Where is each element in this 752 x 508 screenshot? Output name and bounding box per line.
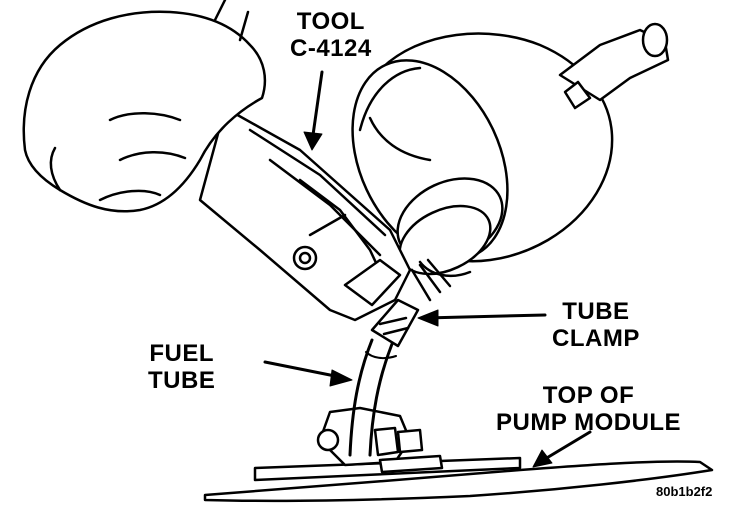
label-pump-module-line1: TOP OF [542, 382, 635, 409]
tool-pliers [198, 106, 412, 322]
arrow-tube-clamp-head [417, 309, 439, 327]
label-tool: TOOL C-4124 [290, 8, 372, 62]
arrow-tool [310, 70, 324, 144]
leader-arrows [263, 70, 592, 468]
label-pump-module-line2: PUMP MODULE [496, 409, 682, 436]
arrow-tube-clamp [423, 313, 547, 320]
label-tube-clamp-line2: CLAMP [552, 325, 640, 352]
pump-outlet-fitting [558, 22, 670, 110]
label-tool-line2: C-4124 [290, 35, 372, 62]
label-fuel-tube-line1: FUEL [149, 340, 214, 367]
arrow-fuel-tube-head [329, 369, 353, 387]
pump-module-plate [203, 406, 714, 503]
arrow-tool-head [303, 131, 323, 151]
tube-clamp [370, 298, 420, 348]
hand [22, 0, 267, 213]
arrow-pump-module-head [532, 449, 553, 468]
label-tool-line1: TOOL [296, 8, 365, 35]
label-tube-clamp-line1: TUBE [562, 298, 630, 325]
figure-code: 80b1b2f2 [656, 484, 713, 499]
label-pump-module: TOP OF PUMP MODULE [496, 382, 681, 436]
arrow-pump-module [538, 430, 592, 464]
label-fuel-tube-line2: TUBE [148, 367, 216, 394]
fuel-pump-body [351, 32, 614, 302]
fuel-tube [348, 338, 397, 457]
label-tube-clamp: TUBE CLAMP [552, 298, 640, 352]
label-fuel-tube: FUEL TUBE [148, 340, 215, 394]
